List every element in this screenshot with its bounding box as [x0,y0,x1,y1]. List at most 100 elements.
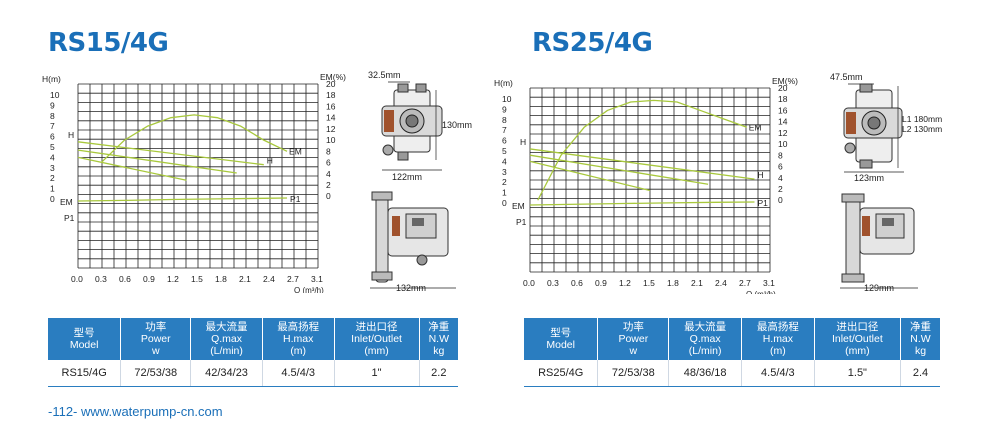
pump-top-view [381,83,443,161]
h-tick-label: 4 [50,152,55,162]
x-tick-label: 2.1 [239,274,251,284]
dim-top-label: 32.5mm [368,70,401,80]
em-tick-label: 14 [778,117,788,127]
performance-chart-rs25: H(m)EM(%)012345678910024681012141618200.… [494,76,798,294]
h-tick-label: 0 [50,194,55,204]
head-curve-line [529,148,755,180]
curve-label-p1-left: P1 [516,217,527,227]
curve-label-h-right: H [758,170,764,180]
spec-cell-hmax: 4.5/4/3 [262,360,335,387]
x-tick-label: 3.1 [763,278,775,288]
head-curve-line [529,154,709,185]
em-tick-label: 6 [326,158,331,168]
head-curve-line [77,149,237,174]
curve-label-h-left: H [520,137,526,147]
em-tick-label: 0 [326,191,331,201]
em-tick-label: 12 [326,124,336,134]
x-tick-label: 2.7 [287,274,299,284]
dim-side-label: 130mm [442,120,472,130]
curve-label-p1-right: P1 [758,198,769,208]
em-tick-label: 8 [778,150,783,160]
pump-dimension-drawing-rs15: 32.5mm 130mm 122mm 132mm [368,70,472,293]
h-axis-title: H(m) [42,74,61,84]
h-tick-label: 1 [502,188,507,198]
h-tick-label: 1 [50,184,55,194]
em-tick-label: 16 [326,101,336,111]
x-tick-label: 0.6 [571,278,583,288]
h-tick-label: 10 [502,94,512,104]
x-tick-label: 0.9 [595,278,607,288]
h-tick-label: 5 [50,142,55,152]
x-tick-label: 0.3 [547,278,559,288]
curve-label-em-right: EM [749,122,762,132]
x-tick-label: 0.6 [119,274,131,284]
curve-label-em-left: EM [512,201,525,211]
dim-width-label: 122mm [392,172,422,182]
h-tick-label: 9 [502,104,507,114]
h-tick-label: 0 [502,198,507,208]
h-tick-label: 4 [502,156,507,166]
pump-front-view [371,191,449,283]
spec-cell-model: RS25/4G [524,360,599,387]
h-tick-label: 9 [50,100,55,110]
spec-cell-hmax: 4.5/4/3 [741,360,815,387]
h-tick-label: 2 [502,177,507,187]
pump-front-view [841,193,915,283]
curve-label-h-left: H [68,130,74,140]
x-tick-label: 1.8 [667,278,679,288]
x-tick-label: 2.1 [691,278,703,288]
em-tick-label: 18 [326,90,336,100]
spec-cell-qmax: 48/36/18 [668,360,742,387]
model-title-rs25: RS25/4G [532,28,653,58]
dim-bottom-label: 129mm [864,283,894,293]
em-tick-label: 2 [778,184,783,194]
efficiency-curve-line [537,99,747,201]
x-tick-label: 2.4 [263,274,275,284]
x-tick-label: 0.0 [71,274,83,284]
em-tick-label: 16 [778,105,788,115]
dim-width-label: 123mm [854,173,884,183]
spec-cell-weight: 2.4 [900,360,940,387]
x-tick-label: 1.2 [619,278,631,288]
efficiency-curve-line [100,114,288,164]
em-tick-label: 10 [778,139,788,149]
h-tick-label: 7 [502,125,507,135]
x-axis-title: Q (m³/h) [294,286,324,293]
x-tick-label: 2.4 [715,278,727,288]
h-tick-label: 10 [50,90,60,100]
em-tick-label: 10 [326,135,336,145]
h-tick-label: 5 [502,146,507,156]
performance-chart-rs15: H(m)EM(%)012345678910024681012141618200.… [42,72,346,293]
spec-cell-inlet: 1.5" [814,360,902,387]
em-axis-title: EM(%) [772,76,798,86]
x-tick-label: 0.9 [143,274,155,284]
h-tick-label: 8 [502,115,507,125]
spec-cell-weight: 2.2 [419,360,458,387]
em-tick-label: 12 [778,128,788,138]
head-curve-line [77,141,264,166]
em-tick-label: 0 [778,195,783,205]
x-tick-label: 0.3 [95,274,107,284]
em-axis-title: EM(%) [320,72,346,82]
h-tick-label: 2 [50,173,55,183]
footer-page-url: -112- www.waterpump-cn.com [48,404,223,419]
dim-side-label-2: L2 130mm [902,124,942,134]
h-tick-label: 3 [50,163,55,173]
x-tick-label: 1.5 [191,274,203,284]
head-curve-line [529,160,651,192]
h-tick-label: 7 [50,121,55,131]
spec-cell-inlet: 1" [334,360,420,387]
curve-label-em-left: EM [60,197,73,207]
model-title-rs15: RS15/4G [48,28,169,58]
